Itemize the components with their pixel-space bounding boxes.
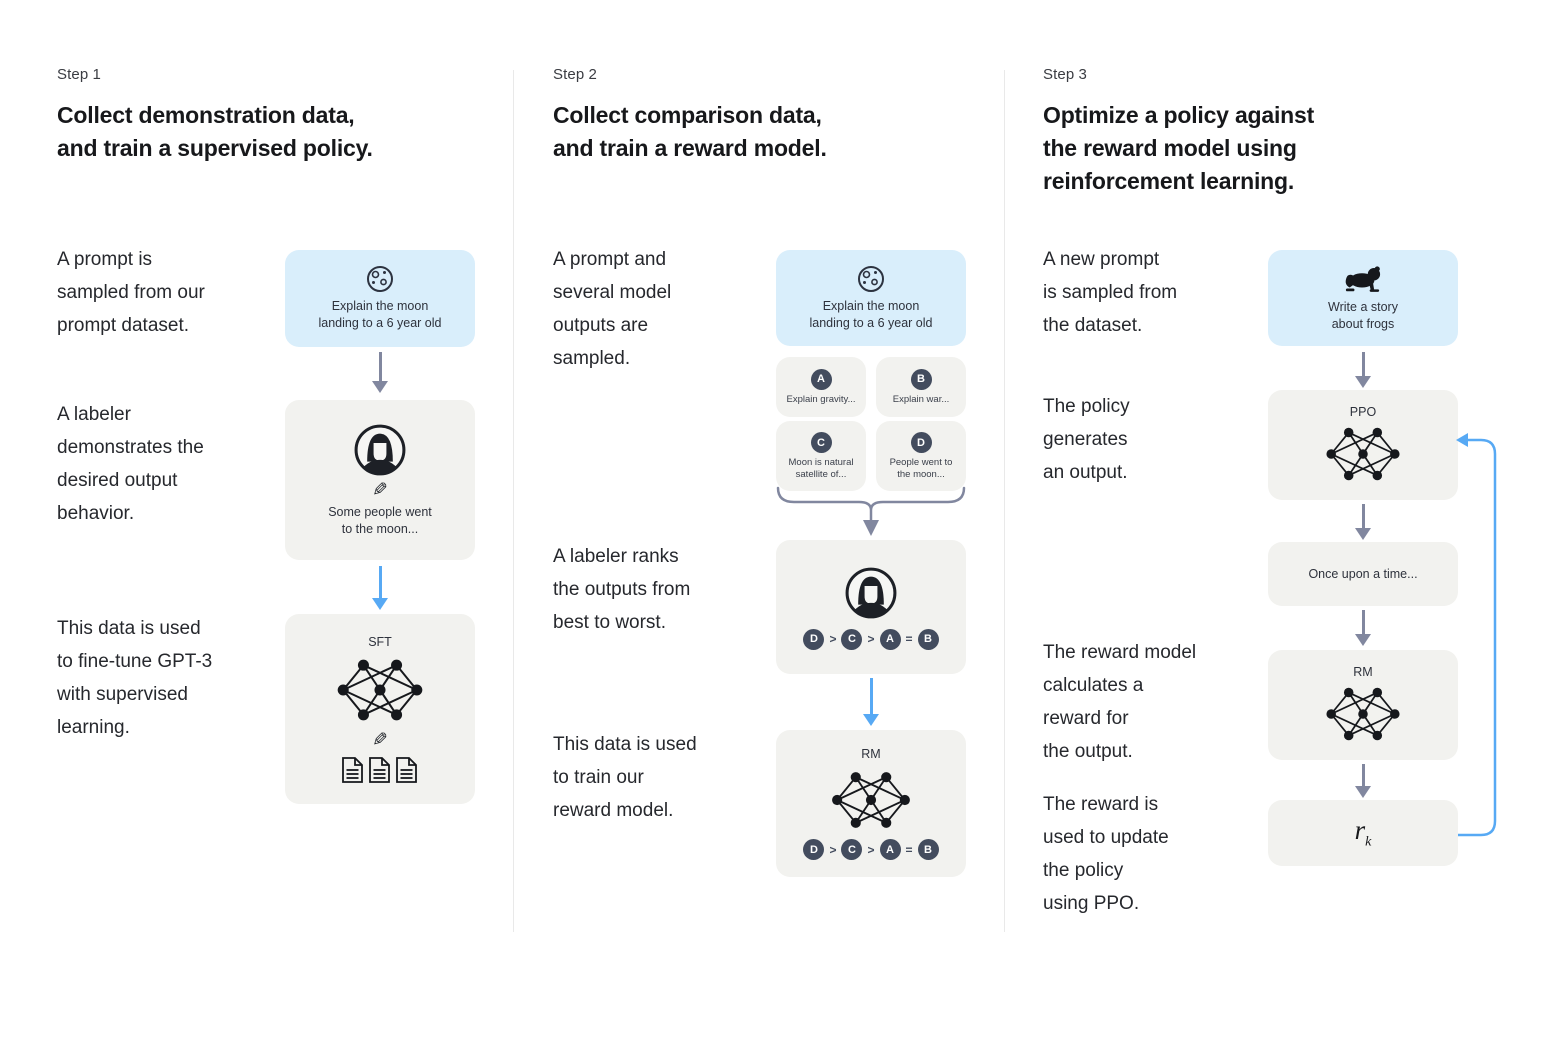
neural-network-icon [831, 771, 911, 829]
output-card-a: A Explain gravity... [776, 357, 866, 417]
rank-separator: > [829, 632, 837, 646]
sft-label: SFT [368, 634, 392, 649]
step3-arrow-rm-to-reward [1355, 764, 1371, 798]
rank-separator: > [867, 632, 875, 646]
output-chip-a: A [810, 368, 832, 390]
document-icon [342, 756, 363, 783]
output-text-c: Moon is natural satellite of... [788, 457, 854, 480]
step3-ppo-card: PPO [1268, 390, 1458, 500]
step1-arrow-prompt-to-labeler [372, 352, 388, 393]
column-divider-1 [513, 70, 514, 932]
labeler-avatar-icon [352, 422, 408, 478]
step2-rm-card: RM D > C > A = B [776, 730, 966, 877]
step3-arrow-output-to-rm [1355, 610, 1371, 646]
output-text-d: People went to the moon... [889, 457, 953, 480]
rank-chip: D [803, 839, 825, 860]
output-chip-c: C [810, 432, 832, 453]
pencil-icon: ✎ [372, 480, 388, 501]
column-divider-2 [1004, 70, 1005, 932]
step1-arrow-labeler-to-sft [372, 566, 388, 610]
step3-output-card: Once upon a time... [1268, 542, 1458, 606]
step1-prompt-text: Explain the moon landing to a 6 year old [318, 299, 442, 330]
document-icon [369, 756, 390, 783]
rank-chip: B [917, 628, 939, 650]
step2-prompt-text: Explain the moon landing to a 6 year old [809, 298, 933, 330]
output-card-c: C Moon is natural satellite of... [776, 421, 866, 491]
brace-merge-arrow [776, 486, 966, 536]
output-card-d: D People went to the moon... [876, 421, 966, 491]
step1-label: Step 1 [57, 66, 101, 83]
step1-sft-card: SFT ✎ [285, 614, 475, 804]
step2-prompt-card: Explain the moon landing to a 6 year old [776, 250, 966, 346]
reward-value: rk [1355, 815, 1372, 850]
step3-title: Optimize a policy against the reward mod… [1043, 102, 1315, 194]
ranking-row: D > C > A = B [803, 628, 939, 650]
output-card-b: B Explain war... [876, 357, 966, 417]
step2-text-train-rm: This data is used to train our reward mo… [553, 734, 697, 821]
rank-chip: D [803, 628, 825, 650]
output-chip-b: B [910, 368, 932, 390]
rm-label: RM [861, 747, 881, 761]
step2-ranking-card: D > C > A = B [776, 540, 966, 674]
step3-arrow-ppo-to-output [1355, 504, 1371, 540]
output-chip-d: D [910, 432, 932, 453]
moon-icon [367, 266, 393, 292]
neural-network-icon [1325, 426, 1401, 482]
step3-text-reward-updates: The reward is used to update the policy … [1043, 794, 1169, 914]
rank-separator: > [829, 842, 837, 857]
step3-output-text: Once upon a time... [1308, 566, 1418, 581]
step2-label: Step 2 [553, 66, 597, 83]
step1-labeler-card: ✎ Some people went to the moon... [285, 400, 475, 560]
reward-symbol: r [1354, 815, 1366, 846]
document-icon [396, 756, 417, 783]
step3-prompt-text: Write a story about frogs [1328, 300, 1398, 331]
step1-text-labeler-demonstrates: A labeler demonstrates the desired outpu… [57, 404, 204, 524]
neural-network-icon [1325, 686, 1401, 742]
rank-separator: = [905, 632, 913, 646]
step3-text-new-prompt: A new prompt is sampled from the dataset… [1043, 249, 1178, 336]
labeler-avatar-icon [843, 565, 899, 621]
step3-rm-card: RM [1268, 650, 1458, 760]
ppo-label: PPO [1349, 405, 1377, 419]
rm-label: RM [1353, 665, 1373, 679]
step3-arrow-prompt-to-ppo [1355, 352, 1371, 388]
moon-icon [858, 265, 884, 292]
step1-demonstration-text: Some people went to the moon... [328, 505, 432, 536]
ppo-feedback-loop-arrow [1456, 433, 1497, 837]
step2-title: Collect comparison data, and train a rew… [553, 102, 827, 161]
rank-separator: > [867, 842, 875, 857]
step2-arrow-ranking-to-rm [863, 678, 879, 726]
ranking-row: D > C > A = B [803, 839, 939, 860]
pencil-icon: ✎ [372, 729, 388, 751]
rank-separator: = [905, 842, 913, 857]
rank-chip: C [841, 839, 863, 860]
output-text-b: Explain war... [892, 393, 950, 405]
step2-text-outputs-sampled: A prompt and several model outputs are s… [553, 249, 672, 369]
step3-prompt-card: Write a story about frogs [1268, 250, 1458, 346]
step3-text-rm-calculates: The reward model calculates a reward for… [1043, 642, 1197, 762]
step1-prompt-card: Explain the moon landing to a 6 year old [285, 250, 475, 347]
step1-text-prompt-sampled: A prompt is sampled from our prompt data… [57, 249, 205, 336]
rank-chip: B [917, 839, 939, 860]
documents-icon [341, 756, 419, 784]
step2-text-labeler-ranks: A labeler ranks the outputs from best to… [553, 546, 691, 633]
rank-chip: C [841, 628, 863, 650]
output-text-a: Explain gravity... [786, 393, 856, 405]
step1-text-finetune: This data is used to fine-tune GPT-3 wit… [57, 618, 213, 738]
reward-subscript: k [1365, 834, 1372, 850]
frog-icon [1345, 266, 1381, 292]
step3-text-policy-generates: The policy generates an output. [1043, 396, 1130, 483]
step3-reward-card: rk [1268, 800, 1458, 866]
step1-title: Collect demonstration data, and train a … [57, 102, 373, 161]
neural-network-icon [336, 658, 424, 721]
step3-label: Step 3 [1043, 66, 1087, 83]
rank-chip: A [879, 839, 901, 860]
rank-chip: A [879, 628, 901, 650]
